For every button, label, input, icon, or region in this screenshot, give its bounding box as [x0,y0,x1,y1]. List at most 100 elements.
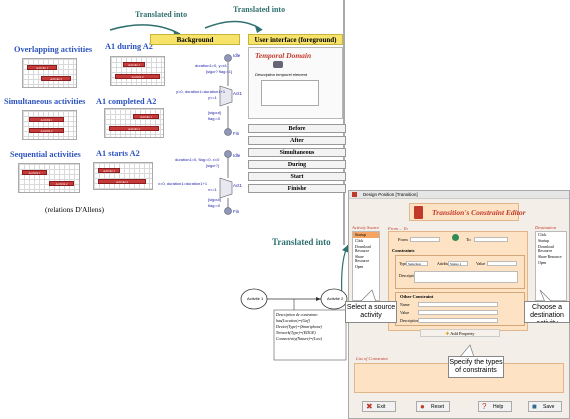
source-item[interactable]: Open [355,265,364,269]
help-button[interactable]: ?Help [478,401,512,412]
exit-label: Exit [377,404,386,410]
dest-item[interactable]: Click [538,233,547,237]
app-icon [352,192,357,197]
add-property-label: Add Property [450,331,475,336]
a1-starts-a2-title: A1 starts A2 [96,149,140,158]
dest-item[interactable]: Share Resource [538,255,562,259]
reset-label: Reset [431,404,445,410]
dest-item[interactable]: Download Resource [538,245,554,253]
net1-arc2b: y<=1 [208,95,217,100]
constraint-line: has(Location)=(Gaf) [276,318,310,323]
other-name-field[interactable] [418,302,498,307]
net2-fin: Fin [233,209,240,214]
source-item[interactable]: Share Resource [355,255,370,263]
editor-title: Transition's Constraint Editor [432,208,526,217]
constraint-line: Description de contrainte: [276,312,319,317]
net2-arc3b: flag:=0 [208,203,221,208]
net1-arc3b: flag:=0 [208,116,221,121]
net1-arc2: y=0, duration1=duration1+1 [176,89,226,94]
bar-activity-1: Activité 1 [98,168,120,173]
destination-activity-list[interactable]: Click Startup Download Resource Share Re… [535,231,567,301]
source-item[interactable]: Download Resource [355,245,371,253]
translated-into-label-1: Translated into [135,10,188,19]
start-button[interactable]: Start [248,172,346,181]
other-constraint-label: Other Constraint [400,294,434,299]
constraint-line: Network(Type)=(EDGE) [276,330,316,335]
other-name-label: Name [400,302,410,307]
a1-completed-a2-title: A1 completed A2 [96,97,157,106]
type-select[interactable]: Selection [406,261,428,266]
constraints-label: Constraints [392,248,415,253]
sequential-diagram: Activité 1 Activité 2 [18,163,80,193]
simultaneous-button[interactable]: Simultaneous [248,148,346,157]
exit-button[interactable]: ✖Exit [362,401,396,412]
reset-button[interactable]: ● Reset [416,401,450,412]
overlapping-activities-title: Overlapping activities [14,45,93,54]
activity-source-list[interactable]: Startup Click Download Resource Share Re… [352,231,380,301]
finishe-button[interactable]: Finishe [248,184,346,193]
attribute-select[interactable]: Status 1 [448,261,468,266]
bar-activity-1: Activité 1 [29,117,64,122]
relations-allens-label: (relations D'Allens) [45,205,105,214]
bar-activity-1: Activité 1 [133,114,159,119]
dest-item[interactable]: Startup [538,239,549,243]
from-field[interactable] [410,237,440,242]
temporal-description-textarea[interactable] [261,80,319,106]
net2-arc2b: x<=1 [208,187,217,192]
simultaneous-diagram: Activité 1 Activité 2 [22,110,77,140]
net2-idle: Idle [233,153,241,158]
dialog-titlebar: Design Position [Transition] [349,191,569,199]
a1-during-a2-title: A1 during A2 [105,42,153,51]
plus-icon: ✚ [445,331,450,336]
reset-icon: ● [420,402,425,411]
type-label: Type [399,261,407,266]
net1-act: Act1 [233,91,243,96]
bar-activity-1: Activité 1 [123,62,145,67]
editor-title-banner: Transition's Constraint Editor [409,203,526,221]
from-label: From [398,237,408,242]
save-button[interactable]: ■Save [528,401,562,412]
sequential-activities-title: Sequential activities [10,150,81,159]
graph-activity-1: Activité 1 [247,296,264,301]
ui-foreground-header: User interface (foreground) [248,34,343,45]
net2-arc2: x=0, duration1=duration1+1 [158,181,208,186]
temporal-description-label: Description temporel element [255,72,308,77]
computer-icon [273,61,283,68]
select-source-callout: Select a source activity [345,301,397,323]
net1-arc3: [sigout] [208,110,221,115]
source-item[interactable]: Click [355,239,364,243]
starts-diagram: Activité 1 Activité 2 [93,162,153,190]
source-item[interactable]: Startup [353,232,379,238]
bar-activity-2: Activité 2 [29,128,64,133]
help-icon: ? [482,402,487,411]
net2-arc3: [sigout] [208,197,221,202]
other-value-field[interactable] [418,310,498,315]
description-field[interactable] [414,271,518,283]
specify-types-callout: Specify the types of constraints [448,356,504,378]
during-button[interactable]: During [248,160,346,169]
value-field[interactable] [487,261,517,266]
arrow-right-icon [452,234,459,241]
bar-activity-1: Activité 1 [27,65,57,70]
to-field[interactable] [474,237,508,242]
before-button[interactable]: Before [248,124,346,133]
overlapping-diagram: Activité 1 Activité 2 [22,58,77,88]
other-description-label: Description [400,318,419,323]
after-button[interactable]: After [248,136,346,145]
choose-destination-callout: Choose a destination activity [524,301,570,323]
editor-logo-icon [414,206,423,219]
save-label: Save [543,404,555,410]
add-property-button[interactable]: ✚ Add Property [420,329,500,337]
to-label: To [466,237,471,242]
from-to-label: From ... To [388,226,408,231]
value-label: Value [476,261,486,266]
net1-arc1b: [sigcr? flag:=1] [206,69,233,74]
other-description-field[interactable] [418,318,498,323]
graph-activity-2: Activité 2 [327,296,344,301]
completed-diagram: Activité 1 Activité 2 [104,108,164,138]
dest-item[interactable]: Open [538,261,547,265]
net1-fin: Fin [233,131,240,136]
bar-activity-2: Activité 2 [49,181,74,186]
bar-activity-2: Activité 2 [98,179,146,184]
